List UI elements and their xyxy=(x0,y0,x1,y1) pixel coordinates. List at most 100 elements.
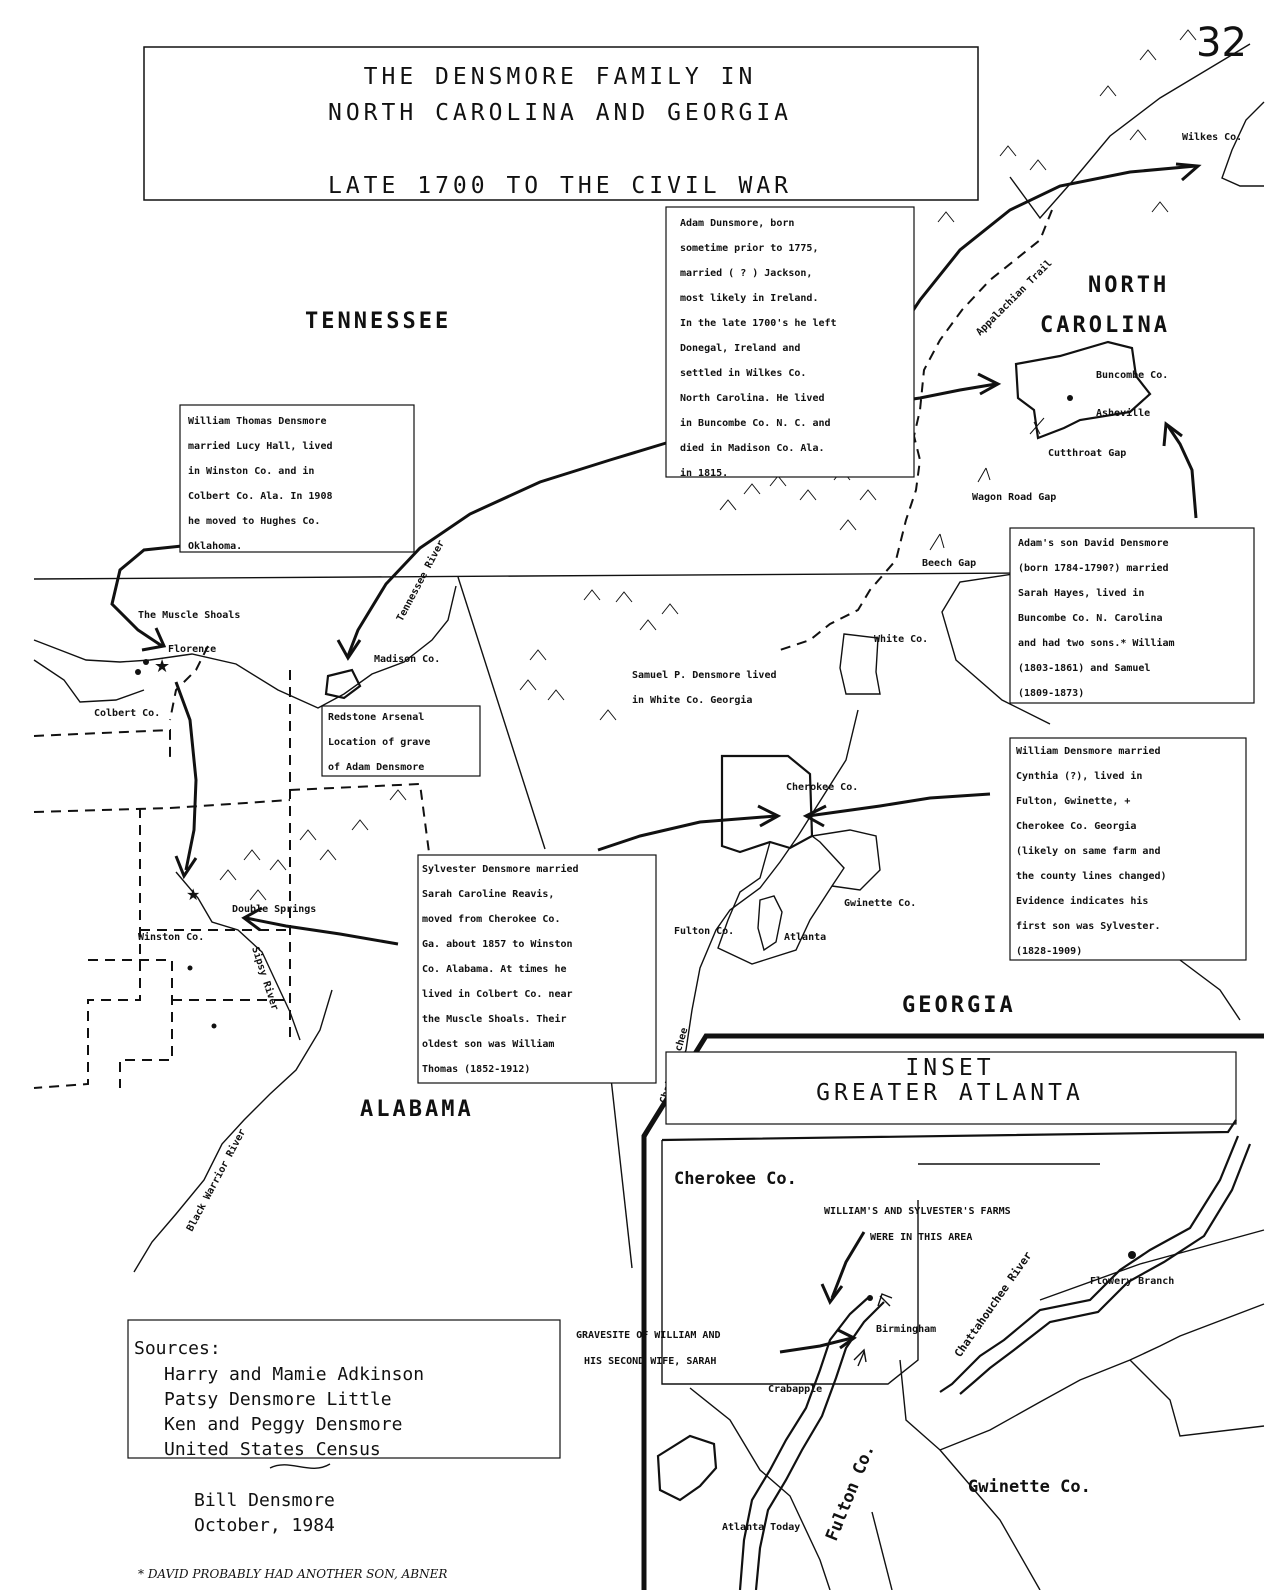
source-item: Harry and Mamie Adkinson xyxy=(164,1364,424,1385)
svg-text:★: ★ xyxy=(154,656,170,677)
source-item: Patsy Densmore Little xyxy=(164,1389,392,1410)
label-fulton-co: Fulton Co. xyxy=(674,926,734,937)
note-david-densmore: Adam's son David Densmore (born 1784-179… xyxy=(1009,527,1255,704)
svg-text:died in Madison Co. Ala.: died in Madison Co. Ala. xyxy=(680,442,825,454)
svg-text:William Densmore married: William Densmore married xyxy=(1016,745,1161,757)
svg-text:Adam Dunsmore, born: Adam Dunsmore, born xyxy=(680,218,794,229)
svg-text:in 1815.: in 1815. xyxy=(680,467,728,479)
inset-label-atlanta-today: Atlanta Today xyxy=(722,1522,800,1533)
place-markers: ★ ★ xyxy=(135,395,1073,1029)
svg-text:in White Co. Georgia: in White Co. Georgia xyxy=(632,694,752,706)
label-asheville: Asheville xyxy=(1096,407,1150,419)
sources-box: Sources: Harry and Mamie Adkinson Patsy … xyxy=(127,1319,561,1536)
svg-text:In the late 1700's he left: In the late 1700's he left xyxy=(680,318,837,329)
svg-text:Cynthia (?), lived in: Cynthia (?), lived in xyxy=(1016,770,1142,782)
inset-label-crabapple: Crabapple xyxy=(768,1384,822,1395)
state-north-carolina-line-1: NORTH xyxy=(1088,273,1169,298)
svg-text:Colbert Co. Ala. In 1908: Colbert Co. Ala. In 1908 xyxy=(188,491,333,502)
note-william-densmore: William Densmore married Cynthia (?), li… xyxy=(1009,737,1247,961)
author-date: October, 1984 xyxy=(194,1515,335,1536)
note-redstone-arsenal: Redstone Arsenal Location of grave of Ad… xyxy=(321,705,481,777)
inset-label-fulton-co: Fulton Co. xyxy=(822,1441,879,1543)
note-adam-dunsmore: Adam Dunsmore, born sometime prior to 17… xyxy=(665,206,915,479)
label-wagon-road-gap: Wagon Road Gap xyxy=(972,492,1056,503)
svg-text:of Adam Densmore: of Adam Densmore xyxy=(328,762,424,773)
sources-heading: Sources: xyxy=(134,1338,221,1359)
source-item: United States Census xyxy=(164,1439,381,1460)
svg-text:North Carolina. He lived: North Carolina. He lived xyxy=(680,392,825,404)
label-atlanta: Atlanta xyxy=(784,932,826,943)
svg-text:the county lines changed): the county lines changed) xyxy=(1016,870,1167,882)
svg-text:he moved to Hughes Co.: he moved to Hughes Co. xyxy=(188,516,320,527)
svg-text:most likely in Ireland.: most likely in Ireland. xyxy=(680,292,818,304)
svg-text:Oklahoma.: Oklahoma. xyxy=(188,541,242,552)
svg-text:married ( ? ) Jackson,: married ( ? ) Jackson, xyxy=(680,267,812,279)
svg-text:Ga. about 1857 to Winston: Ga. about 1857 to Winston xyxy=(422,938,573,950)
svg-text:lived in Colbert Co. near: lived in Colbert Co. near xyxy=(422,988,573,1000)
svg-text:(1809-1873): (1809-1873) xyxy=(1018,688,1084,699)
svg-text:Sarah Hayes, lived in: Sarah Hayes, lived in xyxy=(1018,587,1144,599)
state-north-carolina-line-2: CAROLINA xyxy=(1040,313,1170,338)
source-item: Ken and Peggy Densmore xyxy=(164,1414,402,1435)
label-gwinette-co: Gwinette Co. xyxy=(844,897,916,909)
svg-text:Location of grave: Location of grave xyxy=(328,736,430,748)
label-winston-co: Winston Co. xyxy=(138,931,204,943)
svg-text:and had two sons.* William: and had two sons.* William xyxy=(1018,637,1175,649)
title-line-2: NORTH CAROLINA AND GEORGIA xyxy=(328,100,792,126)
label-madison-co: Madison Co. xyxy=(374,653,440,665)
inset-label-farms-line-2: WERE IN THIS AREA xyxy=(870,1232,972,1243)
svg-text:Co. Alabama. At times he: Co. Alabama. At times he xyxy=(422,963,567,975)
svg-text:Redstone Arsenal: Redstone Arsenal xyxy=(328,712,424,723)
svg-text:oldest son was William: oldest son was William xyxy=(422,1038,554,1050)
svg-text:Buncombe Co. N. Carolina: Buncombe Co. N. Carolina xyxy=(1018,612,1163,624)
label-cutthroat-gap: Cutthroat Gap xyxy=(1048,448,1126,459)
svg-text:in Buncombe Co. N. C. and: in Buncombe Co. N. C. and xyxy=(680,417,831,429)
label-cherokee-co: Cherokee Co. xyxy=(786,782,858,793)
inset-label-gravesite-line-2: HIS SECOND WIFE, SARAH xyxy=(584,1356,716,1367)
inset-label-cherokee-co: Cherokee Co. xyxy=(674,1169,797,1189)
svg-text:in Winston Co. and in: in Winston Co. and in xyxy=(188,465,314,477)
svg-text:★: ★ xyxy=(186,885,200,904)
svg-text:sometime prior to 1775,: sometime prior to 1775, xyxy=(680,242,818,254)
svg-text:the Muscle Shoals. Their: the Muscle Shoals. Their xyxy=(422,1013,567,1025)
title-box: THE DENSMORE FAMILY IN NORTH CAROLINA AN… xyxy=(143,46,979,201)
state-borders xyxy=(33,43,1265,1273)
label-florence: Florence xyxy=(168,644,216,655)
note-samuel-densmore: Samuel P. Densmore lived in White Co. Ge… xyxy=(632,669,777,706)
inset-label-gravesite-line-1: GRAVESITE OF WILLIAM AND xyxy=(576,1330,721,1341)
svg-text:Evidence indicates his: Evidence indicates his xyxy=(1016,895,1148,907)
inset-label-farms-line-1: WILLIAM'S AND SYLVESTER'S FARMS xyxy=(824,1206,1011,1217)
svg-text:first son was Sylvester.: first son was Sylvester. xyxy=(1016,920,1161,932)
svg-text:(likely on same farm and: (likely on same farm and xyxy=(1016,845,1161,857)
svg-text:Sylvester Densmore married: Sylvester Densmore married xyxy=(422,863,579,875)
svg-text:(1828-1909): (1828-1909) xyxy=(1016,946,1082,957)
svg-text:(1803-1861) and Samuel: (1803-1861) and Samuel xyxy=(1018,663,1150,674)
svg-text:Sarah Caroline Reavis,: Sarah Caroline Reavis, xyxy=(422,888,554,900)
svg-text:Fulton, Gwinette, +: Fulton, Gwinette, + xyxy=(1016,795,1130,807)
label-beech-gap: Beech Gap xyxy=(922,558,976,569)
state-tennessee: TENNESSEE xyxy=(305,309,451,334)
svg-text:moved from Cherokee Co.: moved from Cherokee Co. xyxy=(422,914,560,925)
svg-text:Adam's son David Densmore: Adam's son David Densmore xyxy=(1018,537,1169,549)
label-wilkes-co: Wilkes Co. xyxy=(1182,131,1242,143)
title-line-3: LATE 1700 TO THE CIVIL WAR xyxy=(328,173,792,199)
svg-text:married Lucy Hall, lived: married Lucy Hall, lived xyxy=(188,440,333,452)
note-william-thomas: William Thomas Densmore married Lucy Hal… xyxy=(179,404,415,553)
label-sipsy-river: Sipsy River xyxy=(249,945,281,1012)
inset-label-birmingham: Birmingham xyxy=(876,1323,936,1335)
label-muscle-shoals: The Muscle Shoals xyxy=(138,610,240,621)
footnote: * DAVID PROBABLY HAD ANOTHER SON, ABNER xyxy=(138,1567,447,1581)
inset-label-flowery-branch: Flowery Branch xyxy=(1090,1276,1174,1287)
svg-text:(born 1784-1790?) married: (born 1784-1790?) married xyxy=(1018,562,1169,574)
note-sylvester-densmore: Sylvester Densmore married Sarah Carolin… xyxy=(417,854,657,1084)
inset-greater-atlanta: INSET GREATER ATLANTA Cherokee Co. WILLI… xyxy=(576,1033,1265,1590)
migration-arrows xyxy=(110,162,1202,946)
label-colbert-co: Colbert Co. xyxy=(94,708,160,719)
state-georgia: GEORGIA xyxy=(902,993,1016,1018)
inset-title-line-1: INSET xyxy=(905,1055,994,1081)
inset-title-line-2: GREATER ATLANTA xyxy=(816,1080,1084,1106)
svg-text:settled in Wilkes Co.: settled in Wilkes Co. xyxy=(680,367,806,379)
title-line-1: THE DENSMORE FAMILY IN xyxy=(364,64,757,90)
label-white-co: White Co. xyxy=(874,633,928,645)
